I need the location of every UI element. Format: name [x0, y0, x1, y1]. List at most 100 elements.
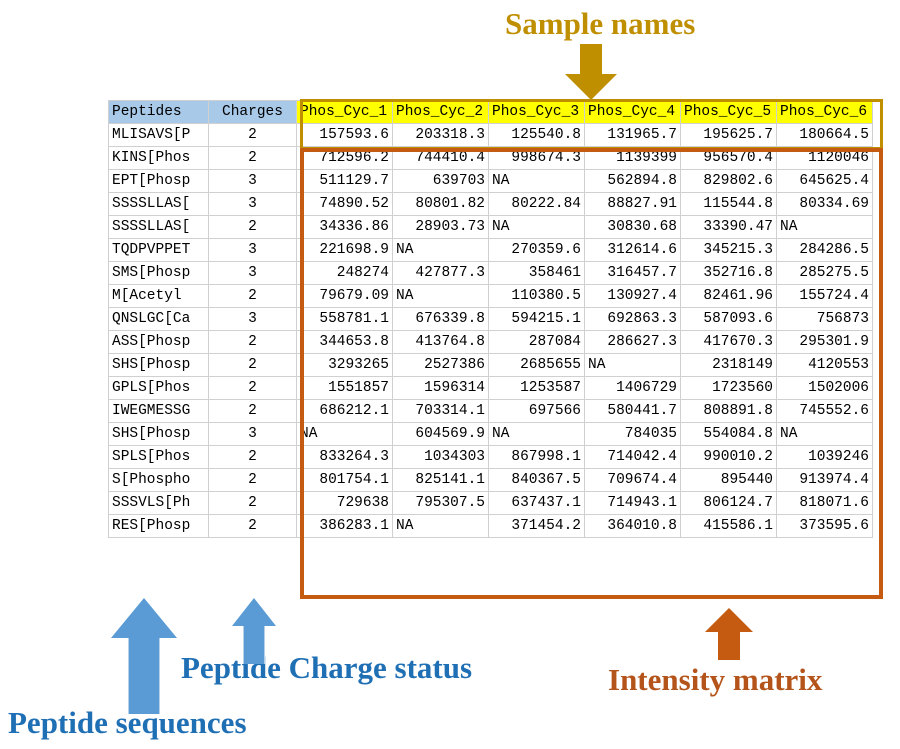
cell-intensity[interactable]: 287084	[488, 330, 585, 354]
cell-intensity[interactable]: 801754.1	[296, 468, 393, 492]
cell-intensity[interactable]: 840367.5	[488, 468, 585, 492]
cell-intensity[interactable]: 895440	[680, 468, 777, 492]
cell-intensity[interactable]: 221698.9	[296, 238, 393, 262]
cell-intensity[interactable]: 558781.1	[296, 307, 393, 331]
cell-intensity[interactable]: 1502006	[776, 376, 873, 400]
cell-intensity[interactable]: 745552.6	[776, 399, 873, 423]
cell-peptide[interactable]: SSSSLLAS[	[108, 215, 209, 239]
cell-intensity[interactable]: 709674.4	[584, 468, 681, 492]
cell-intensity[interactable]: NA	[776, 215, 873, 239]
cell-intensity[interactable]: 373595.6	[776, 514, 873, 538]
cell-intensity[interactable]: 1120046	[776, 146, 873, 170]
cell-intensity[interactable]: 1034303	[392, 445, 489, 469]
cell-intensity[interactable]: 639703	[392, 169, 489, 193]
cell-intensity[interactable]: 110380.5	[488, 284, 585, 308]
cell-intensity[interactable]: 1139399	[584, 146, 681, 170]
cell-intensity[interactable]: 833264.3	[296, 445, 393, 469]
cell-intensity[interactable]: 956570.4	[680, 146, 777, 170]
cell-peptide[interactable]: KINS[Phos	[108, 146, 209, 170]
cell-intensity[interactable]: 2685655	[488, 353, 585, 377]
cell-intensity[interactable]: NA	[488, 169, 585, 193]
cell-charge[interactable]: 2	[208, 330, 297, 354]
cell-intensity[interactable]: 427877.3	[392, 261, 489, 285]
cell-intensity[interactable]: 825141.1	[392, 468, 489, 492]
cell-intensity[interactable]: 3293265	[296, 353, 393, 377]
cell-peptide[interactable]: RES[Phosp	[108, 514, 209, 538]
cell-intensity[interactable]: 990010.2	[680, 445, 777, 469]
cell-intensity[interactable]: 580441.7	[584, 399, 681, 423]
cell-intensity[interactable]: 714943.1	[584, 491, 681, 515]
cell-intensity[interactable]: 784035	[584, 422, 681, 446]
cell-intensity[interactable]: 2318149	[680, 353, 777, 377]
cell-intensity[interactable]: 284286.5	[776, 238, 873, 262]
column-header-sample-5[interactable]: Phos_Cyc_5	[680, 100, 777, 124]
cell-intensity[interactable]: 703314.1	[392, 399, 489, 423]
cell-peptide[interactable]: SSSVLS[Ph	[108, 491, 209, 515]
cell-intensity[interactable]: 2527386	[392, 353, 489, 377]
cell-intensity[interactable]: 33390.47	[680, 215, 777, 239]
cell-intensity[interactable]: 130927.4	[584, 284, 681, 308]
cell-intensity[interactable]: 155724.4	[776, 284, 873, 308]
cell-intensity[interactable]: 82461.96	[680, 284, 777, 308]
cell-intensity[interactable]: 554084.8	[680, 422, 777, 446]
cell-intensity[interactable]: 195625.7	[680, 123, 777, 147]
cell-intensity[interactable]: 131965.7	[584, 123, 681, 147]
cell-intensity[interactable]: 295301.9	[776, 330, 873, 354]
cell-intensity[interactable]: 1406729	[584, 376, 681, 400]
column-header-sample-1[interactable]: Phos_Cyc_1	[296, 100, 393, 124]
cell-peptide[interactable]: M[Acetyl	[108, 284, 209, 308]
cell-charge[interactable]: 2	[208, 123, 297, 147]
cell-peptide[interactable]: IWEGMESSG	[108, 399, 209, 423]
cell-intensity[interactable]: 79679.09	[296, 284, 393, 308]
cell-intensity[interactable]: NA	[776, 422, 873, 446]
cell-peptide[interactable]: EPT[Phosp	[108, 169, 209, 193]
cell-peptide[interactable]: ASS[Phosp	[108, 330, 209, 354]
cell-intensity[interactable]: 364010.8	[584, 514, 681, 538]
cell-intensity[interactable]: 312614.6	[584, 238, 681, 262]
cell-intensity[interactable]: 1253587	[488, 376, 585, 400]
cell-intensity[interactable]: NA	[584, 353, 681, 377]
cell-intensity[interactable]: 371454.2	[488, 514, 585, 538]
cell-intensity[interactable]: 714042.4	[584, 445, 681, 469]
cell-charge[interactable]: 2	[208, 491, 297, 515]
cell-peptide[interactable]: SPLS[Phos	[108, 445, 209, 469]
cell-intensity[interactable]: 358461	[488, 261, 585, 285]
cell-charge[interactable]: 2	[208, 514, 297, 538]
cell-intensity[interactable]: 697566	[488, 399, 585, 423]
cell-peptide[interactable]: S[Phospho	[108, 468, 209, 492]
cell-charge[interactable]: 2	[208, 353, 297, 377]
cell-intensity[interactable]: 344653.8	[296, 330, 393, 354]
cell-intensity[interactable]: 248274	[296, 261, 393, 285]
cell-charge[interactable]: 2	[208, 376, 297, 400]
cell-charge[interactable]: 2	[208, 215, 297, 239]
cell-intensity[interactable]: 867998.1	[488, 445, 585, 469]
cell-intensity[interactable]: 604569.9	[392, 422, 489, 446]
cell-intensity[interactable]: NA	[392, 238, 489, 262]
cell-intensity[interactable]: NA	[488, 215, 585, 239]
cell-intensity[interactable]: 286627.3	[584, 330, 681, 354]
cell-peptide[interactable]: SHS[Phosp	[108, 353, 209, 377]
column-header-sample-4[interactable]: Phos_Cyc_4	[584, 100, 681, 124]
cell-charge[interactable]: 3	[208, 422, 297, 446]
cell-intensity[interactable]: 80801.82	[392, 192, 489, 216]
cell-peptide[interactable]: SMS[Phosp	[108, 261, 209, 285]
cell-charge[interactable]: 2	[208, 468, 297, 492]
cell-intensity[interactable]: 511129.7	[296, 169, 393, 193]
cell-intensity[interactable]: 80222.84	[488, 192, 585, 216]
cell-intensity[interactable]: 157593.6	[296, 123, 393, 147]
cell-intensity[interactable]: 1039246	[776, 445, 873, 469]
cell-intensity[interactable]: 645625.4	[776, 169, 873, 193]
cell-charge[interactable]: 2	[208, 284, 297, 308]
cell-intensity[interactable]: 415586.1	[680, 514, 777, 538]
cell-intensity[interactable]: NA	[296, 422, 393, 446]
cell-intensity[interactable]: 180664.5	[776, 123, 873, 147]
cell-intensity[interactable]: 345215.3	[680, 238, 777, 262]
cell-intensity[interactable]: 28903.73	[392, 215, 489, 239]
cell-charge[interactable]: 2	[208, 399, 297, 423]
cell-intensity[interactable]: 270359.6	[488, 238, 585, 262]
cell-intensity[interactable]: 829802.6	[680, 169, 777, 193]
cell-intensity[interactable]: 115544.8	[680, 192, 777, 216]
cell-intensity[interactable]: 88827.91	[584, 192, 681, 216]
cell-intensity[interactable]: 352716.8	[680, 261, 777, 285]
cell-intensity[interactable]: 729638	[296, 491, 393, 515]
